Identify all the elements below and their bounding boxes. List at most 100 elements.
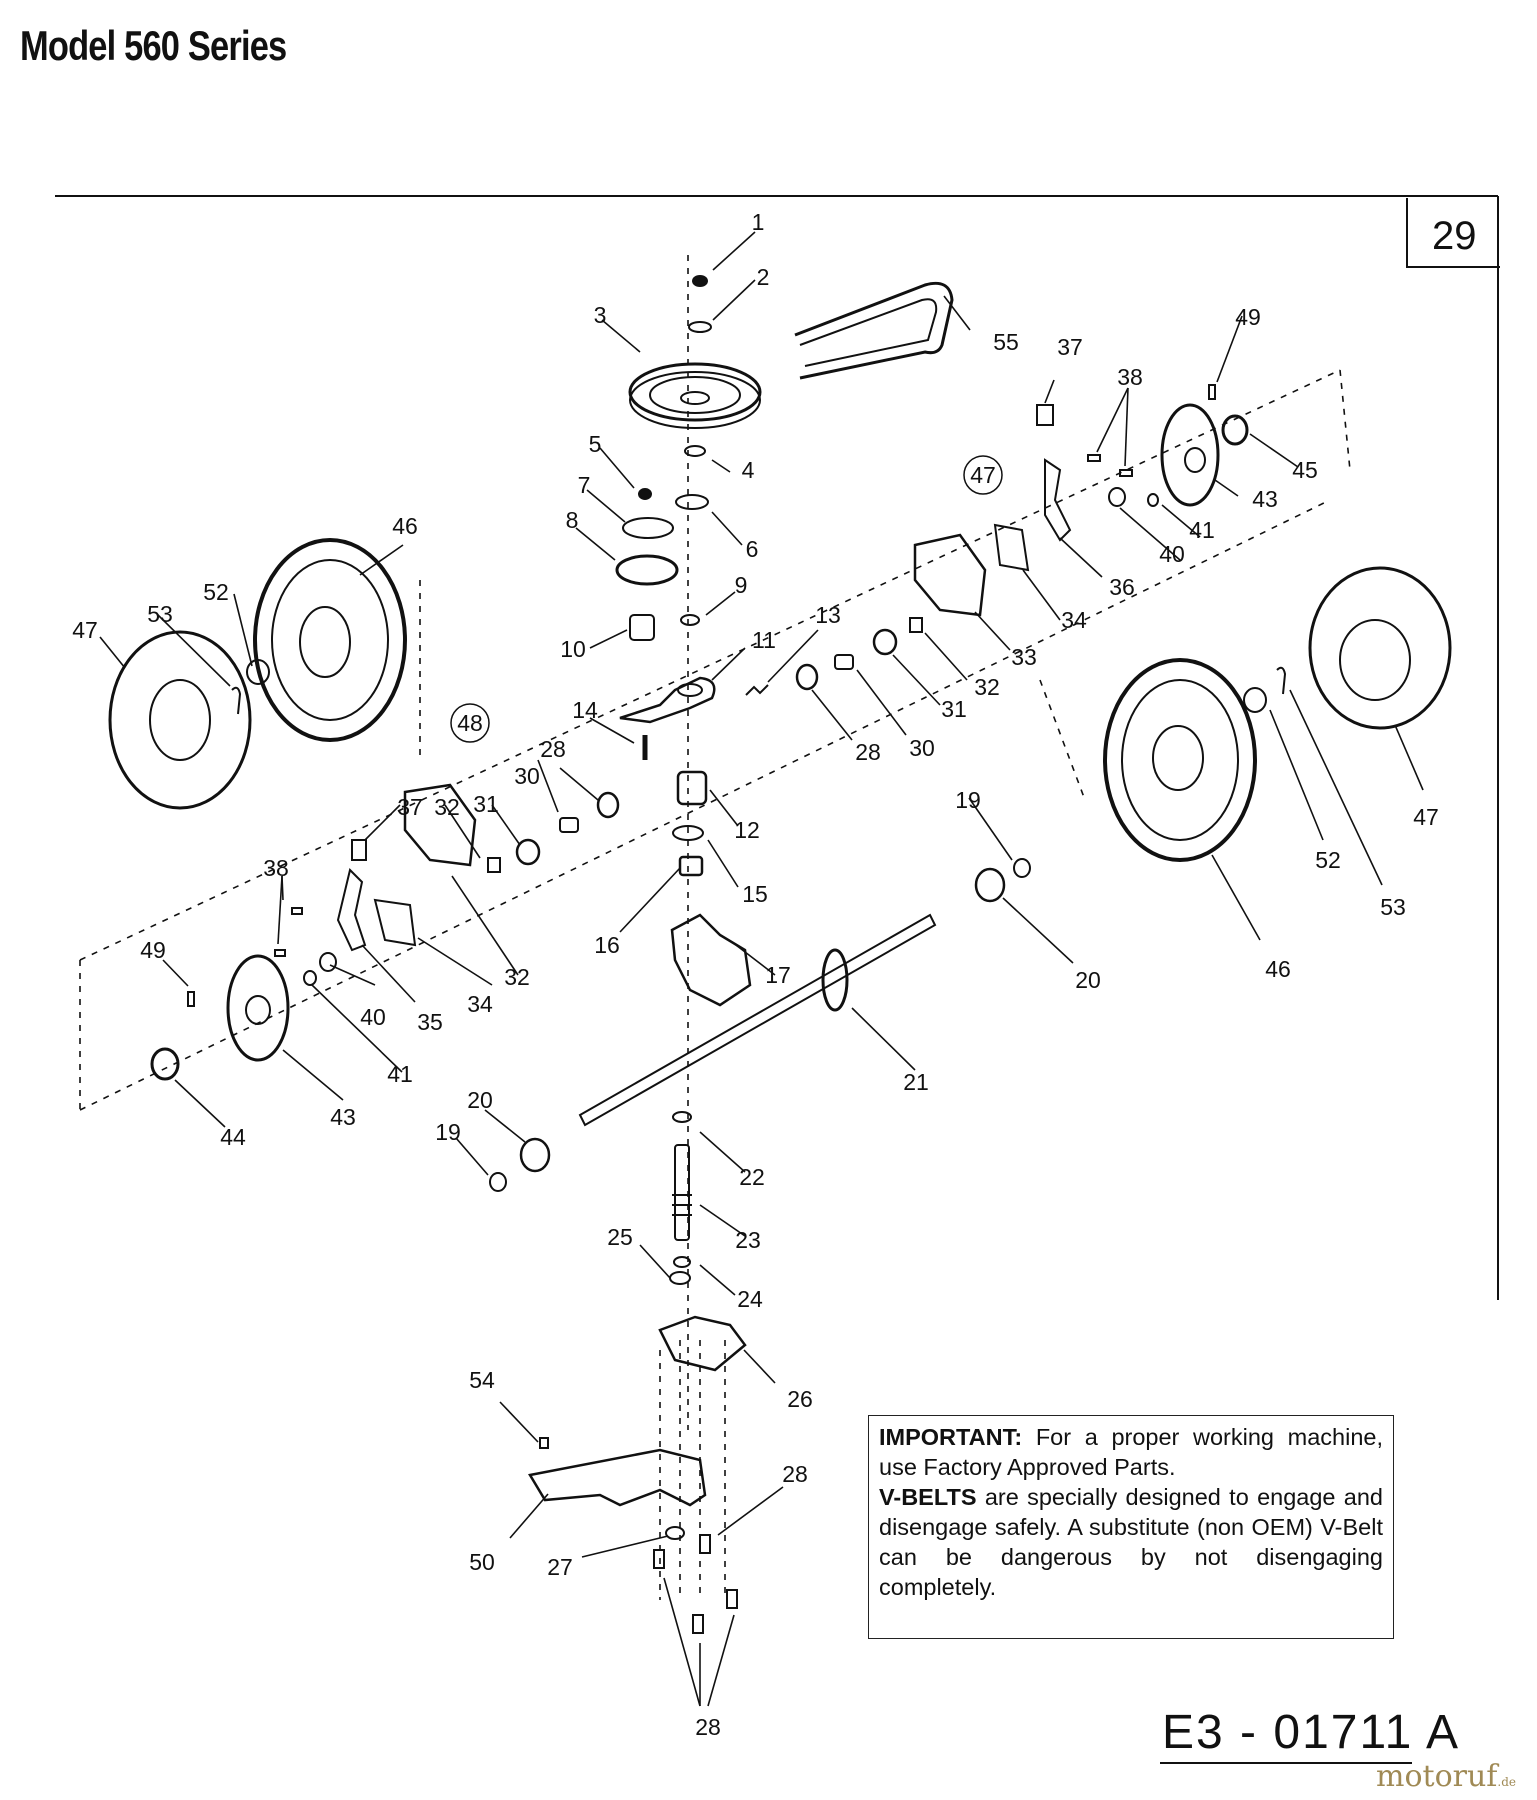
callout-22: 22 [739, 1164, 765, 1190]
callout-3: 3 [594, 302, 607, 328]
callout-14: 14 [572, 697, 598, 723]
callout-20-right: 20 [1075, 967, 1101, 993]
callout-46-right: 46 [1265, 956, 1291, 982]
page-title: Model 560 Series [20, 22, 287, 69]
watermark-logo: motoruf.de [1376, 1759, 1516, 1794]
callout-42-right: 41 [1189, 517, 1215, 543]
bracket-part [619, 676, 716, 724]
callout-51-left: 49 [140, 937, 166, 963]
callout-13: 13 [815, 602, 841, 628]
callout-30-right: 28 [855, 739, 881, 765]
left-gearbox-part [403, 783, 477, 867]
callout-25: 25 [607, 1224, 633, 1250]
pulley-part [628, 362, 762, 422]
callout-9: 9 [735, 572, 748, 598]
callout-36-right: 34 [1061, 607, 1087, 633]
callout-35: 33 [1011, 644, 1037, 670]
callout-28-upper: 28 [782, 1461, 808, 1487]
callout-31-left: 30 [514, 763, 540, 789]
callout-6: 6 [746, 536, 759, 562]
callout-26: 26 [787, 1386, 813, 1412]
diagram-code: E3 - 01711 A [1162, 1706, 1460, 1759]
callout-27: 27 [547, 1554, 573, 1580]
important-label: IMPORTANT: [879, 1424, 1023, 1450]
page-number-box [1406, 198, 1500, 268]
callout-43-left: 43 [330, 1104, 356, 1130]
callout-42-left: 41 [387, 1061, 413, 1087]
callout-39-right: 37 [1057, 334, 1083, 360]
callout-47-left: 47 [72, 617, 98, 643]
callout-15: 15 [742, 881, 768, 907]
callout-40-right: 38 [1117, 364, 1143, 390]
mount-bracket-part [528, 1448, 707, 1507]
callout-19-right: 19 [955, 787, 981, 813]
callout-34: 32 [504, 964, 530, 990]
right-wheel-part [1103, 658, 1257, 862]
callout-38: 36 [1109, 574, 1135, 600]
callout-52-right: 52 [1315, 847, 1341, 873]
callout-12: 12 [734, 817, 760, 843]
callout-4: 4 [742, 457, 755, 483]
callout-5: 5 [589, 431, 602, 457]
callout-45: 45 [1292, 457, 1318, 483]
callout-31-right: 30 [909, 735, 935, 761]
callout-52-left: 52 [203, 579, 229, 605]
callout-39-left: 37 [397, 794, 423, 820]
axle-part [578, 913, 937, 1127]
callout-53-left: 53 [147, 601, 173, 627]
left-hubcap-part [108, 630, 252, 810]
callout-21: 21 [903, 1069, 929, 1095]
vbelts-label: V-BELTS [879, 1484, 977, 1510]
right-hubcap-part [1308, 566, 1452, 730]
callout-47-right: 47 [1413, 804, 1439, 830]
left-drive-plate-part [226, 954, 290, 1062]
page-number: 29 [1432, 214, 1477, 258]
callout-17: 17 [765, 962, 791, 988]
callout-20-left: 20 [467, 1087, 493, 1113]
callout-28-lower: 28 [695, 1714, 721, 1740]
vbelts-text: are specially designed to engage and dis… [879, 1484, 1383, 1600]
callout-41-left: 40 [360, 1004, 386, 1030]
callout-23: 23 [735, 1227, 761, 1253]
important-notice-box: IMPORTANT: For a proper working machine,… [868, 1415, 1394, 1639]
callout-53-right: 53 [1380, 894, 1406, 920]
callout-7: 7 [578, 472, 591, 498]
gear-cover-part [658, 1315, 747, 1372]
callout-16: 16 [594, 932, 620, 958]
important-text: For a proper working machine, use Factor… [879, 1424, 1383, 1480]
callout-54: 54 [469, 1367, 495, 1393]
callout-11: 11 [752, 627, 776, 653]
callout-50: 50 [469, 1549, 495, 1575]
right-drive-plate-part [1160, 403, 1220, 507]
callout-36-left: 34 [467, 991, 493, 1017]
watermark-tld: .de [1497, 1775, 1517, 1789]
callout-33-left: 32 [434, 794, 460, 820]
callout-51-right: 49 [1235, 304, 1261, 330]
v-belt-part [794, 281, 954, 380]
left-wheel-part [253, 538, 407, 742]
callout-8: 8 [566, 507, 579, 533]
callout-19-left: 19 [435, 1119, 461, 1145]
callout-2: 2 [757, 264, 770, 290]
callout-41-right: 40 [1159, 541, 1185, 567]
callout-10: 10 [560, 636, 586, 662]
callout-32-left: 31 [473, 791, 499, 817]
callout-24: 24 [737, 1286, 763, 1312]
callout-30-left: 28 [540, 736, 566, 762]
callout-40-left: 38 [263, 855, 289, 881]
callout-37: 35 [417, 1009, 443, 1035]
callout-44: 44 [220, 1124, 246, 1150]
gear-housing-part [670, 913, 752, 1007]
diagram-code-underline [1160, 1762, 1412, 1764]
callout-48: 47 [970, 462, 996, 488]
watermark-brand: motoruf [1376, 1759, 1498, 1794]
callout-1: 1 [752, 209, 765, 235]
callout-32-right: 31 [941, 696, 967, 722]
callout-43-right: 43 [1252, 486, 1278, 512]
callout-55: 55 [993, 329, 1019, 355]
right-gearbox-part [913, 533, 987, 617]
callout-49: 48 [457, 710, 483, 736]
callout-46-left: 46 [392, 513, 418, 539]
callout-33-right: 32 [974, 674, 1000, 700]
